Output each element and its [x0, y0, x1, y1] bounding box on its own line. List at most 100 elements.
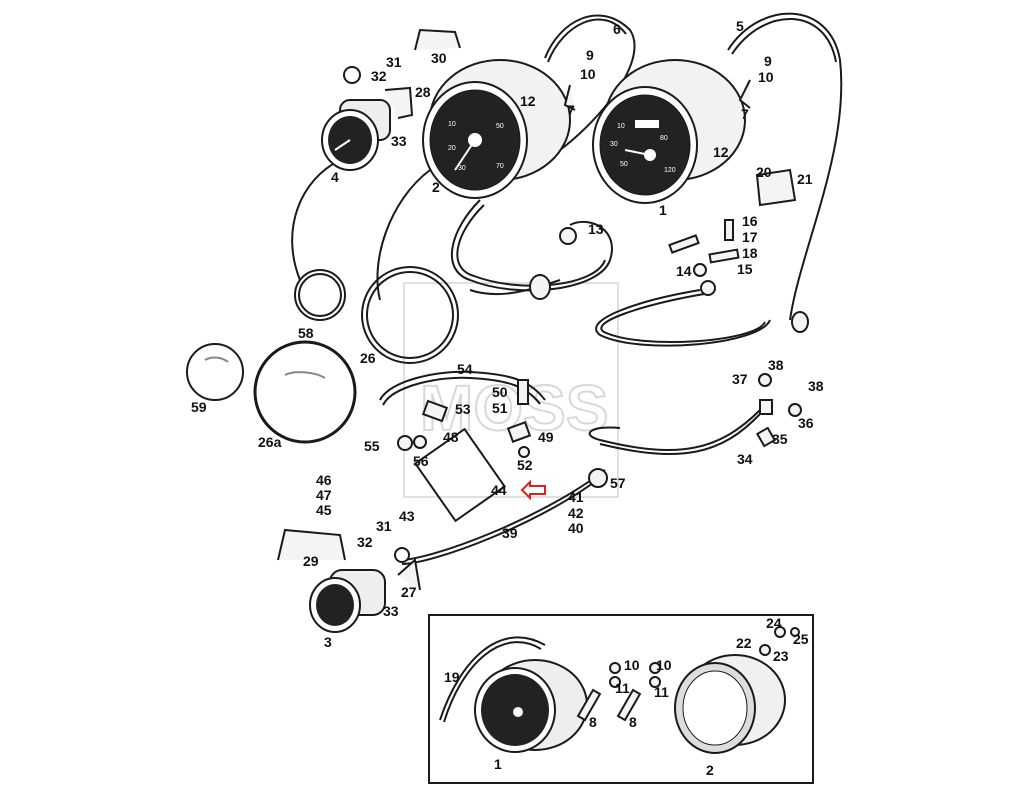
label-41: 41	[568, 489, 584, 505]
label-53: 53	[455, 401, 471, 417]
label-28: 28	[415, 84, 431, 100]
label-7: 7	[567, 102, 575, 118]
inset-label-2: 2	[706, 762, 714, 778]
inset-label-22: 22	[736, 635, 752, 651]
label-18: 18	[742, 245, 758, 261]
label-52: 52	[517, 457, 533, 473]
label-9: 9	[586, 47, 594, 63]
label-36: 36	[798, 415, 814, 431]
label-44: 44	[491, 482, 507, 498]
label-49: 49	[538, 429, 554, 445]
highlight-arrow	[520, 479, 546, 501]
label-15: 15	[737, 261, 753, 277]
speedo-scale: 10 30 50 80 120	[610, 123, 676, 174]
label-12: 12	[520, 93, 536, 109]
label-20: 20	[756, 164, 772, 180]
inset-panel	[428, 614, 814, 784]
gauge-3-small	[309, 547, 410, 633]
label-16: 16	[742, 213, 758, 229]
inset-label-19: 19	[444, 669, 460, 685]
inset-labels: 19 1 2 8 8 10 10 11 11 22 23 24 25	[444, 615, 809, 778]
svg-text:80: 80	[660, 135, 668, 142]
inset-label-10: 10	[656, 657, 672, 673]
label-27: 27	[401, 584, 417, 600]
label-33: 33	[391, 133, 407, 149]
label-32: 32	[357, 534, 373, 550]
svg-text:50: 50	[620, 161, 628, 168]
label-21: 21	[797, 171, 813, 187]
inset-label-11: 11	[654, 684, 669, 700]
tacho-scale: 10 20 30 50 70	[448, 121, 504, 172]
gauge-4-small	[321, 66, 391, 171]
label-40: 40	[568, 520, 584, 536]
label-54: 54	[457, 361, 473, 377]
label-48: 48	[443, 429, 459, 445]
rings-and-glass	[186, 266, 459, 444]
label-4: 4	[331, 169, 339, 185]
label-45: 45	[316, 502, 332, 518]
inset-label-8: 8	[589, 714, 597, 730]
inset-gauge-case	[674, 654, 786, 754]
part-labels: 1 2 3 4 5 6 7 7 9 9 10 10 12 12 13 14 15…	[191, 18, 824, 650]
label-9: 9	[764, 53, 772, 69]
label-2: 2	[432, 179, 440, 195]
label-12: 12	[713, 144, 729, 160]
svg-text:70: 70	[496, 163, 504, 170]
label-46: 46	[316, 472, 332, 488]
inset-label-8: 8	[629, 714, 637, 730]
label-42: 42	[568, 505, 584, 521]
label-26a: 26a	[258, 434, 282, 450]
inset-speedometer	[474, 659, 588, 753]
label-30: 30	[431, 50, 447, 66]
label-51: 51	[492, 400, 508, 416]
label-34: 34	[737, 451, 753, 467]
label-14: 14	[676, 263, 692, 279]
label-31: 31	[386, 54, 402, 70]
svg-text:50: 50	[496, 123, 504, 130]
label-32: 32	[371, 68, 387, 84]
label-6: 6	[613, 21, 621, 37]
label-35: 35	[772, 431, 788, 447]
label-38: 38	[768, 357, 784, 373]
label-37: 37	[732, 371, 748, 387]
inset-label-24: 24	[766, 615, 782, 631]
inset-label-25: 25	[793, 631, 809, 647]
label-56: 56	[413, 453, 429, 469]
moss-watermark: MOSS	[403, 282, 619, 498]
label-43: 43	[399, 508, 415, 524]
label-5: 5	[736, 18, 744, 34]
inset-label-11: 11	[615, 680, 630, 696]
svg-text:10: 10	[448, 121, 456, 128]
svg-text:30: 30	[610, 141, 618, 148]
small-parts	[277, 28, 809, 591]
label-26: 26	[360, 350, 376, 366]
label-47: 47	[316, 487, 332, 503]
label-57: 57	[610, 475, 626, 491]
label-10: 10	[580, 66, 596, 82]
label-59: 59	[191, 399, 207, 415]
svg-text:120: 120	[664, 167, 676, 174]
label-7: 7	[741, 106, 749, 122]
label-29: 29	[303, 553, 319, 569]
label-10: 10	[758, 69, 774, 85]
svg-text:20: 20	[448, 145, 456, 152]
label-39: 39	[502, 525, 518, 541]
svg-text:10: 10	[617, 123, 625, 130]
label-38: 38	[808, 378, 824, 394]
inset-label-23: 23	[773, 648, 789, 664]
label-50: 50	[492, 384, 508, 400]
svg-text:30: 30	[458, 165, 466, 172]
label-31: 31	[376, 518, 392, 534]
label-3: 3	[324, 634, 332, 650]
label-33: 33	[383, 603, 399, 619]
label-1: 1	[659, 202, 667, 218]
label-13: 13	[588, 221, 604, 237]
gauge-1-speedometer: 10 30 50 80 120	[592, 59, 746, 204]
label-58: 58	[298, 325, 314, 341]
inset-label-1: 1	[494, 756, 502, 772]
label-17: 17	[742, 229, 758, 245]
inset-label-10: 10	[624, 657, 640, 673]
label-55: 55	[364, 438, 380, 454]
gauge-2-tachometer: 10 20 30 50 70	[422, 59, 571, 199]
